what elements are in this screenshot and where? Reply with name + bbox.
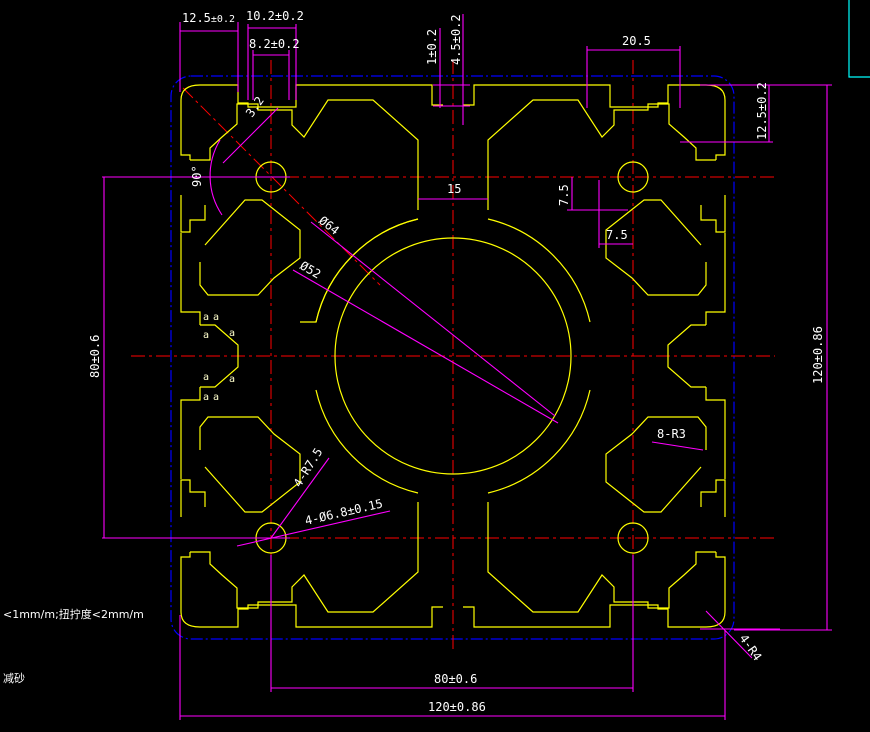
hole-bottom-right [617,522,649,554]
profile-segment [667,356,706,388]
profile-segment [199,199,301,296]
surface-marker: a [203,392,209,403]
profile-segment [463,84,726,125]
profile-segment [199,416,301,513]
centerline-diagonal [182,87,381,286]
dim-web-width: 15 [447,182,461,196]
dim-holes: 4-Ø6.8±0.15 [304,496,385,528]
profile-segment [487,218,591,323]
surface-marker: a [213,312,219,323]
profile-segment [315,218,419,323]
profile-segment [700,479,726,517]
dim-overall-height: 120±0.86 [811,326,825,384]
dim-bore-outer: Ø64 [316,213,342,237]
surface-marker: a [203,312,209,323]
profile-segment [605,199,707,296]
dim-slot-opening: 10.2±0.2 [246,9,304,23]
note-flatness: <1mm/m;扭拧度<2mm/m [3,608,144,621]
profile-segment [180,233,201,325]
profile-segment [487,99,716,210]
centerlines [131,60,775,690]
profile-segment [667,324,706,356]
dim-overall-width: 120±0.86 [428,700,486,714]
surface-marker: a [203,330,209,341]
profile-segment [180,195,206,233]
profile-segment [190,502,419,613]
dim-top-right-width: 20.5 [622,34,651,48]
hole-top-right [617,161,649,193]
dim-angle: 90° [190,165,204,187]
profile-segment [200,356,239,388]
profile-segment [487,502,716,613]
profile-segment [190,99,419,210]
profile-segment [200,324,239,356]
profile-segment [715,552,726,587]
dim-offset-v: 7.5 [557,184,571,206]
profile-segment [180,125,191,160]
dimension-lines [102,14,832,720]
dim-hole-spacing-v: 80±0.6 [88,335,102,378]
dim-offset-h: 7.5 [606,228,628,242]
dim-slot-inner: 8.2±0.2 [249,37,300,51]
dim-hole-spacing-h: 80±0.6 [434,672,477,686]
surface-marker: a [229,374,235,385]
surface-marker: a [213,392,219,403]
dim-slot-depth: 4.5±0.2 [449,14,463,65]
profile-segment [705,387,726,479]
dim-hole-fillet: 4-R7.5 [291,445,326,489]
profile-segment [180,587,443,628]
dim-lip-thickness: 1±0.2 [425,29,439,65]
dim-top-slot-left: 12.5±0.2 [182,11,235,25]
dim-right-slot: 12.5±0.2 [755,82,769,140]
profile-outline [180,84,726,628]
profile-segment [700,195,726,233]
bore-inner-circle [334,237,572,475]
profile-segment [463,587,726,628]
dimension-texts: 12.5±0.2 10.2±0.2 8.2±0.2 1±0.2 4.5±0.2 … [88,9,825,714]
profile-segment [180,479,206,517]
note-finish: 减砂 [3,672,25,685]
dim-chamfer: 3.2 [243,94,267,120]
profile-segment [315,389,419,494]
dim-bore-inner: Ø52 [298,258,324,281]
profile-segment [180,84,443,125]
profile-segment [180,387,201,479]
surface-marker: a [203,372,209,383]
profile-segment [605,416,707,513]
profile-segment [487,389,591,494]
frame-border [848,0,870,78]
profile-segment [715,125,726,160]
dim-fillet-inner: 8-R3 [657,427,686,441]
dim-fillet-corner: 4-R4 [737,632,765,664]
surface-markers: a a a a a a a a [203,312,235,403]
profile-segment [180,552,191,587]
profile-segment [705,233,726,325]
surface-marker: a [229,328,235,339]
